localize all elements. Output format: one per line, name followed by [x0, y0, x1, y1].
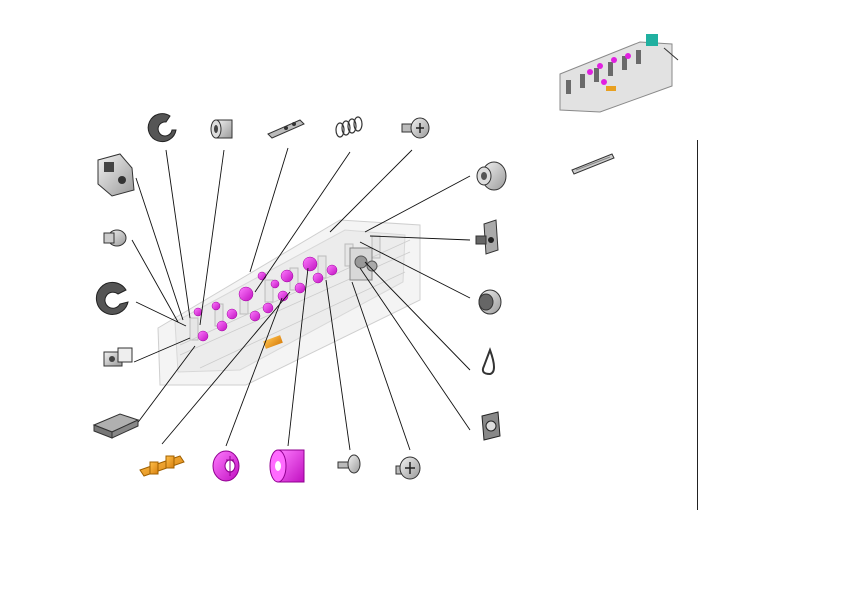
vertical-divider [697, 140, 698, 510]
clip-holder-icon [103, 347, 133, 367]
e-ring-icon [95, 281, 129, 315]
shaft-icon [571, 153, 615, 175]
mount-plate-icon [481, 411, 501, 441]
bushing-icon [210, 119, 233, 139]
pad-block-icon [92, 413, 140, 439]
guide-clip-icon [475, 219, 499, 255]
screw-icon [337, 454, 361, 474]
overview-thumbnail [555, 8, 679, 136]
screw-icon [401, 117, 430, 139]
orange-clip-icon [139, 455, 185, 477]
gear-icon [212, 450, 240, 482]
leader-lines [131, 147, 471, 451]
screw-icon [395, 456, 421, 480]
bracket-housing-icon [97, 153, 135, 197]
teardrop-clip-icon [481, 347, 495, 376]
bearing-icon [476, 161, 507, 191]
flanged-pin-icon [103, 229, 127, 247]
ring-bearing-icon [478, 289, 502, 315]
roller-icon [269, 449, 305, 483]
link-plate-icon [267, 119, 305, 139]
spring-icon [335, 116, 363, 138]
main-assembly [157, 219, 421, 386]
e-ring-icon [147, 113, 177, 143]
